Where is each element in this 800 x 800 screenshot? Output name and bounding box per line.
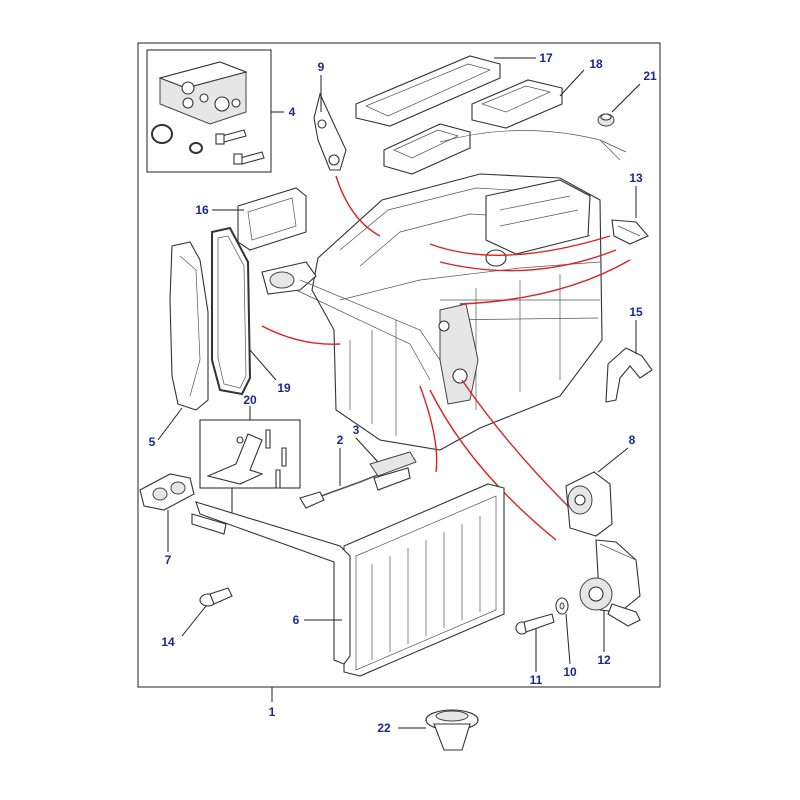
callout-3: 3: [353, 423, 360, 437]
part-9-door-lever: [313, 92, 347, 171]
assembly-frame: [137, 42, 661, 688]
callout-4: 4: [289, 105, 296, 119]
callout-13: 13: [629, 171, 643, 185]
callout-5: 5: [149, 435, 156, 449]
part-20-bracket-kit: [199, 419, 301, 489]
callout-9: 9: [318, 60, 325, 74]
part-7-grommet: [139, 473, 195, 511]
part-12-actuator: [579, 539, 641, 627]
part-8-actuator: [565, 471, 613, 537]
callout-20: 20: [243, 393, 257, 407]
callout-15: 15: [629, 305, 643, 319]
routing-curves: [261, 175, 631, 541]
part-11-screw: [515, 613, 555, 635]
callout-1: 1: [269, 705, 276, 719]
callout-17: 17: [539, 51, 553, 65]
part-17-seal: [355, 55, 501, 127]
part-19-gasket: [211, 226, 252, 396]
part-3-connector: [369, 451, 417, 491]
part-5-cover: [169, 241, 209, 411]
duct-seal: [383, 123, 471, 175]
callout-8: 8: [629, 433, 636, 447]
callout-16: 16: [195, 203, 209, 217]
callout-2: 2: [337, 433, 344, 447]
part-10-washer: [555, 597, 569, 615]
callout-14: 14: [161, 635, 175, 649]
callout-10: 10: [563, 665, 577, 679]
heater-housing: [261, 130, 627, 451]
callout-11: 11: [530, 673, 543, 687]
part-18-seal: [471, 79, 563, 129]
callout-21: 21: [643, 69, 657, 83]
part-21-plug: [597, 113, 615, 127]
callout-12: 12: [597, 653, 611, 667]
part-13-clip: [611, 219, 649, 245]
callout-7: 7: [165, 553, 172, 567]
callout-19: 19: [277, 381, 291, 395]
part-6-heater-core: [191, 483, 505, 677]
part-22-fastener: [425, 709, 479, 751]
callout-22: 22: [377, 721, 391, 735]
callout-18: 18: [589, 57, 603, 71]
part-14-screw: [199, 587, 233, 607]
callout-6: 6: [293, 613, 300, 627]
part-4-expansion-valve-kit: [146, 49, 272, 173]
part-15-bracket: [605, 347, 653, 403]
part-16-seal: [237, 187, 307, 251]
